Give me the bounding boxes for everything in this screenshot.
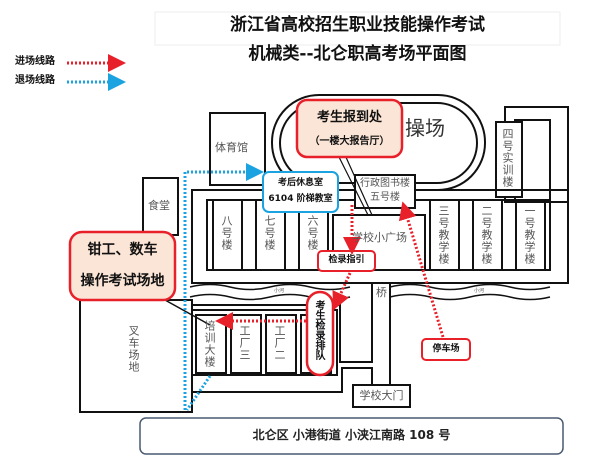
square-label: 学校小广场 <box>352 231 407 244</box>
river <box>189 283 551 301</box>
checkin-guide-label: 检录指引 <box>328 255 365 265</box>
playground-label: 操场 <box>405 116 445 140</box>
exit-route-branch <box>185 375 212 411</box>
title-box <box>154 11 561 46</box>
training-bldg <box>195 314 227 374</box>
registration-pointer <box>337 154 373 216</box>
building-3 <box>429 199 460 271</box>
parking-box <box>421 338 471 361</box>
registration-box <box>295 98 404 159</box>
legend-entry-label: 进场线路 <box>15 56 55 67</box>
training4-label: 四号实训楼 <box>501 128 514 188</box>
building5-label: 五号楼 <box>370 192 400 203</box>
building2-label: 二号教学楼 <box>480 205 493 265</box>
checkin-queue-box <box>305 290 335 377</box>
bridge-label: 桥 <box>376 286 387 299</box>
school-gate <box>352 384 411 408</box>
river-right-label: 小河 <box>474 288 485 294</box>
exit-route <box>183 163 264 410</box>
address-label: 北仑区 小港街道 小浃江南路 108 号 <box>252 428 451 442</box>
admin-building <box>354 174 416 209</box>
title-line1: 浙江省高校招生职业技能操作考试 <box>230 15 485 35</box>
gym-label: 体育馆 <box>215 141 248 154</box>
exam-site-pointer <box>164 299 211 326</box>
factory-3 <box>230 314 262 374</box>
gate-label: 学校大门 <box>359 389 404 402</box>
building1-label: 一号教学楼 <box>523 205 536 265</box>
lower-road <box>191 367 373 393</box>
registration-title: 考生报到处 <box>316 110 382 125</box>
checkin-queue-label: 考生检录排队 <box>313 300 324 360</box>
forklift-area <box>79 299 193 413</box>
exam-site-line2: 操作考试场地 <box>80 273 165 289</box>
title-line2: 机械类--北仑职高考场平面图 <box>248 44 467 64</box>
exam-site-line1: 钳工、数车 <box>87 242 158 258</box>
building8-label: 八号楼 <box>220 215 233 251</box>
forklift-label: 叉车场地 <box>127 325 140 373</box>
address-box <box>139 417 564 455</box>
training4-label-box <box>495 121 523 198</box>
parking-label: 停车场 <box>432 344 460 354</box>
factory-2 <box>265 314 297 374</box>
building-2 <box>472 199 503 271</box>
building6-label: 六号楼 <box>306 215 319 251</box>
training-bldg-label: 培训大楼 <box>203 320 216 368</box>
building3-label: 三号教学楼 <box>437 205 450 265</box>
building-8 <box>212 199 243 271</box>
river-left-label: 小河 <box>274 288 285 294</box>
rest-room-line1: 考后休息室 <box>277 178 323 188</box>
registration-sub: （一楼大报告厅） <box>309 136 390 147</box>
legend-exit-label: 退场线路 <box>15 75 55 86</box>
canteen-label: 食堂 <box>148 199 170 212</box>
building-1 <box>515 199 546 271</box>
road <box>192 283 391 385</box>
exam-site-box <box>68 230 177 302</box>
canteen <box>142 177 179 236</box>
factory2-label: 工厂二 <box>273 325 286 361</box>
building7-label: 七号楼 <box>263 215 276 251</box>
admin-label: 行政图书楼 <box>360 178 410 189</box>
factory3-label: 工厂三 <box>238 325 251 361</box>
entry-route-2 <box>332 272 352 311</box>
rest-room-box <box>262 171 339 213</box>
rest-room-line2: 6104 阶梯教室 <box>268 194 333 204</box>
